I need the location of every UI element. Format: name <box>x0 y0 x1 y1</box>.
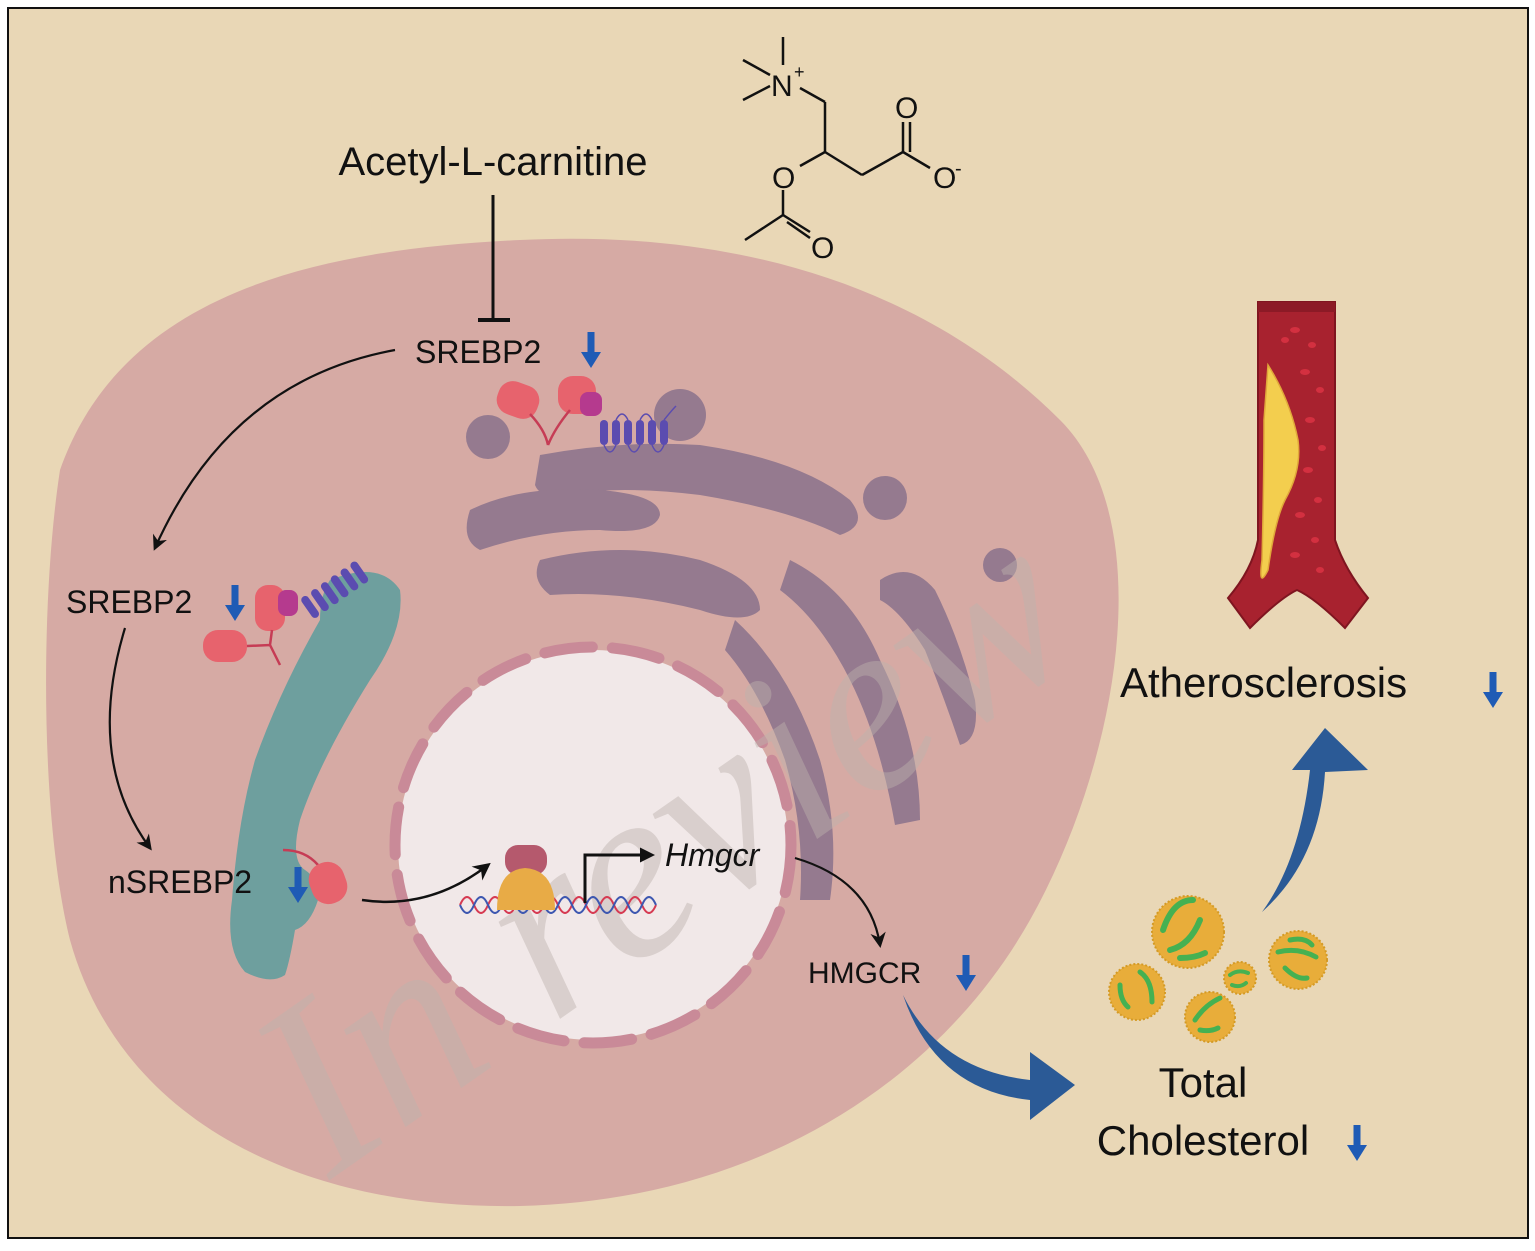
chemical-atoms: N + O O - O O <box>771 62 962 265</box>
label-cholesterol: Cholesterol <box>1097 1117 1309 1164</box>
dna-helix-icon <box>459 896 657 914</box>
label-nsrebp2: nSREBP2 <box>108 864 252 900</box>
curved-arrow-icon <box>794 856 886 949</box>
transcription-complex <box>497 845 555 910</box>
artery-plaque-icon <box>1226 301 1370 630</box>
nuclear-envelope <box>389 641 797 1049</box>
svg-text:-: - <box>955 158 962 180</box>
svg-text:N: N <box>771 70 793 103</box>
srebp-scap-complex-er <box>203 561 369 666</box>
svg-text:O: O <box>933 162 956 195</box>
svg-text:O: O <box>895 92 918 125</box>
srebp-scap-complex-golgi <box>496 376 677 453</box>
inhibition-bar-icon <box>478 195 510 322</box>
label-srebp2-golgi: SREBP2 <box>415 334 541 370</box>
curved-arrow-icon <box>152 348 396 551</box>
label-gene-hmgcr: Hmgcr <box>665 837 761 873</box>
transcription-start-arrow-icon <box>583 847 655 903</box>
svg-text:O: O <box>811 232 834 265</box>
label-atherosclerosis: Atherosclerosis <box>1120 659 1407 706</box>
nsrebp2-protein <box>282 848 348 905</box>
flow-arrow-to-atherosclerosis <box>1262 728 1368 912</box>
svg-text:O: O <box>772 162 795 195</box>
label-hmgcr-protein: HMGCR <box>808 957 921 990</box>
endoplasmic-reticulum <box>230 572 401 980</box>
nucleus <box>398 650 788 1040</box>
chemical-structure <box>742 37 931 242</box>
drug-name: Acetyl-L-carnitine <box>338 140 647 184</box>
lipoprotein-icon <box>1108 895 1328 1043</box>
golgi-apparatus <box>466 389 1017 900</box>
label-total: Total <box>1159 1059 1248 1106</box>
flow-arrow-to-cholesterol <box>903 995 1075 1120</box>
curved-arrow-icon <box>108 627 152 851</box>
label-srebp2-er: SREBP2 <box>66 584 192 620</box>
svg-text:+: + <box>794 62 805 82</box>
curved-arrow-icon <box>361 862 491 904</box>
